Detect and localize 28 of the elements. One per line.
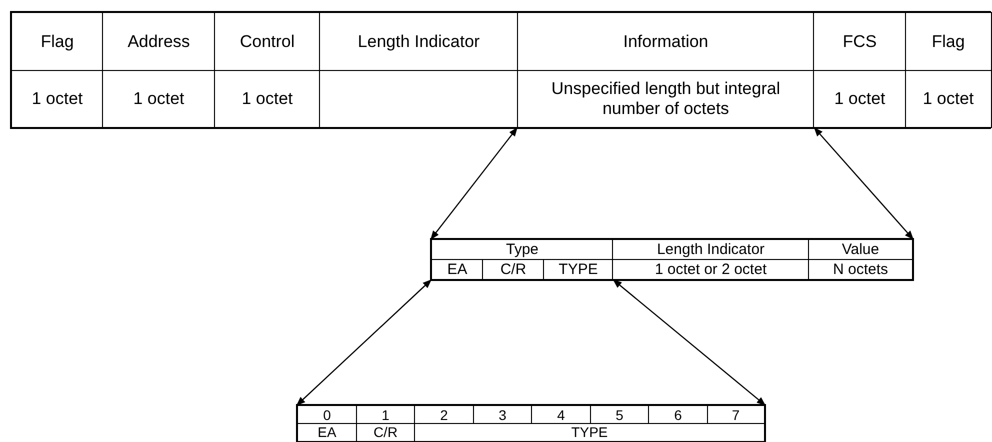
table-cell: Information [517, 12, 814, 72]
table-cell: EA [297, 423, 357, 442]
double-headed-arrow [814, 127, 914, 240]
table-cell: 1 octet [813, 70, 906, 128]
table-cell: Control [214, 12, 320, 72]
table-cell: Address [102, 12, 216, 72]
table-cell: EA [431, 259, 484, 280]
table-cell: C/R [356, 423, 416, 442]
double-headed-arrow [296, 279, 432, 406]
table-cell: Type [431, 239, 614, 260]
table-cell: TYPE [543, 259, 614, 280]
double-headed-arrow [612, 279, 766, 406]
table-cell: 1 octet or 2 octet [612, 259, 810, 280]
table-cell: Length Indicator [612, 239, 810, 260]
table-cell: 1 octet [102, 70, 216, 128]
table-cell: TYPE [414, 423, 765, 442]
table-cell: N octets [808, 259, 913, 280]
table-cell: 1 octet [11, 70, 104, 128]
table-cell: Length Indicator [319, 12, 518, 72]
table-cell: FCS [813, 12, 906, 72]
table-cell: 1 octet [214, 70, 320, 128]
table-cell: Value [808, 239, 913, 260]
double-headed-arrow [430, 127, 518, 240]
table-cell: Flag [905, 12, 992, 72]
table-cell: C/R [482, 259, 544, 280]
table-cell: Flag [11, 12, 104, 72]
table-cell: 1 octet [905, 70, 992, 128]
table-cell: Unspecified length but integral number of octets [517, 70, 814, 128]
